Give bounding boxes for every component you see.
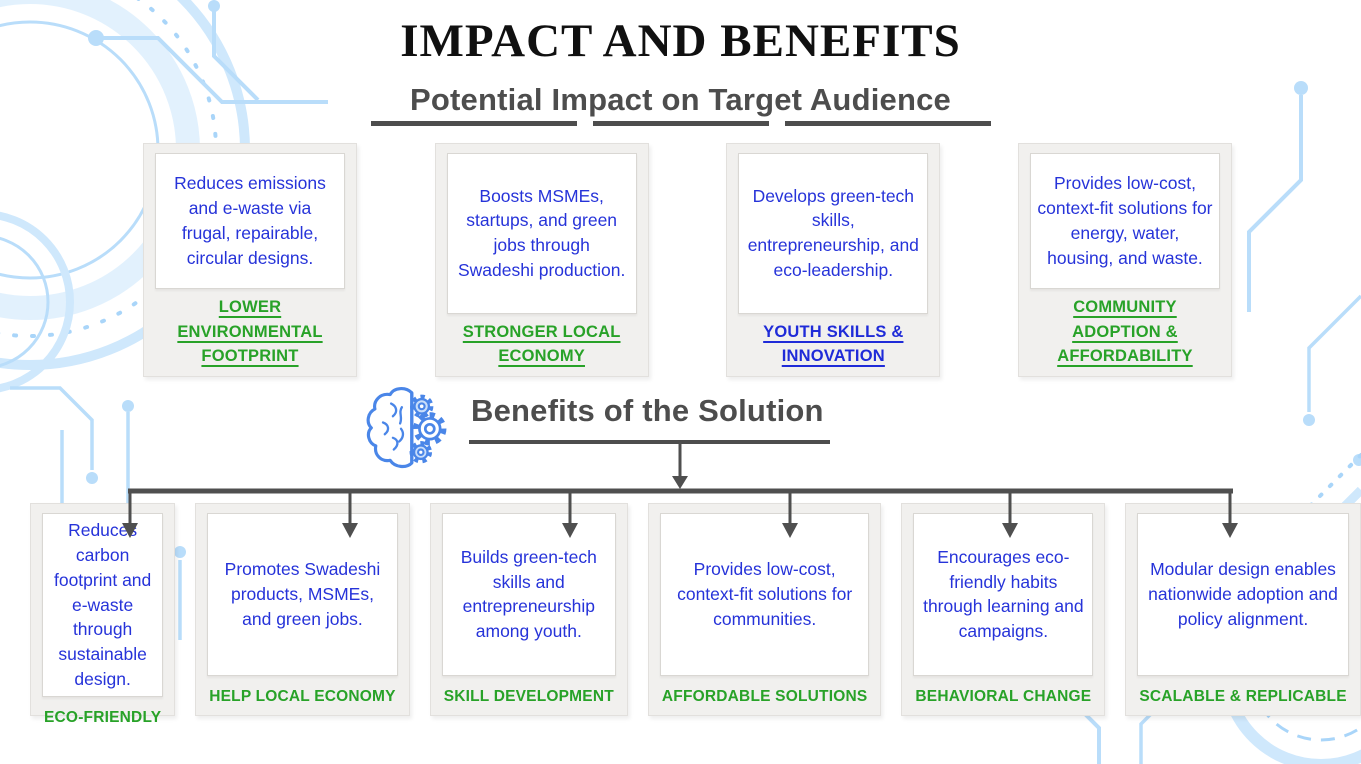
benefit-card-text: Promotes Swadeshi products, MSMEs, and g… bbox=[207, 513, 398, 676]
benefit-card-label: HELP LOCAL ECONOMY bbox=[209, 687, 396, 705]
benefit-card-scalable-replicable: Modular design enables nationwide adopti… bbox=[1125, 503, 1361, 716]
gear-bottom bbox=[409, 440, 433, 464]
impact-card-stronger-local-economy: Boosts MSMEs, startups, and green jobs t… bbox=[434, 143, 649, 377]
benefit-card-behavioral-change: Encourages eco-friendly habits through l… bbox=[901, 503, 1106, 716]
impact-card-text: Reduces emissions and e-waste via frugal… bbox=[155, 153, 345, 289]
benefit-card-affordable-solutions: Provides low-cost, context-fit solutions… bbox=[647, 503, 882, 716]
page-title: IMPACT AND BENEFITS bbox=[400, 15, 961, 67]
benefit-card-eco-friendly: Reduces carbon footprint and e-waste thr… bbox=[30, 503, 176, 726]
benefit-card-help-local-economy: Promotes Swadeshi products, MSMEs, and g… bbox=[195, 503, 410, 716]
impact-card-text: Develops green-tech skills, entrepreneur… bbox=[738, 153, 929, 314]
impact-card-label: COMMUNITY ADOPTION & AFFORDABILITY bbox=[1057, 297, 1193, 366]
gear-middle bbox=[413, 412, 447, 446]
benefit-card-text: Provides low-cost, context-fit solutions… bbox=[659, 513, 870, 676]
benefit-card-label: SKILL DEVELOPMENT bbox=[443, 687, 614, 705]
benefit-card-skill-development: Builds green-tech skills and entrepreneu… bbox=[429, 503, 628, 716]
impact-card-text: Boosts MSMEs, startups, and green jobs t… bbox=[446, 153, 637, 314]
section-subtitle: Potential Impact on Target Audience bbox=[410, 82, 951, 117]
benefits-heading: Benefits of the Solution bbox=[469, 393, 830, 444]
benefit-card-label: SCALABLE & REPLICABLE bbox=[1139, 687, 1347, 705]
impact-card-label: LOWER ENVIRONMENTAL FOOTPRINT bbox=[177, 297, 323, 366]
benefit-card-text: Builds green-tech skills and entrepreneu… bbox=[441, 513, 616, 676]
benefit-card-text: Encourages eco-friendly habits through l… bbox=[913, 513, 1094, 676]
impact-card-lower-environmental-footprint: Reduces emissions and e-waste via frugal… bbox=[143, 143, 357, 377]
benefit-card-label: AFFORDABLE SOLUTIONS bbox=[661, 687, 868, 705]
impact-card-text: Provides low-cost, context-fit solutions… bbox=[1029, 153, 1220, 289]
benefits-header: Benefits of the Solution bbox=[365, 381, 830, 473]
gear-top bbox=[410, 394, 434, 418]
impact-card-community-adoption-affordability: Provides low-cost, context-fit solutions… bbox=[1017, 143, 1232, 377]
impact-card-youth-skills-innovation: Develops green-tech skills, entrepreneur… bbox=[726, 143, 941, 377]
brain-gears-icon bbox=[366, 387, 447, 468]
subtitle-underline bbox=[0, 121, 1361, 126]
impact-card-label: YOUTH SKILLS & INNOVATION bbox=[763, 322, 904, 366]
benefit-card-text: Modular design enables nationwide adopti… bbox=[1137, 513, 1349, 676]
benefit-card-row: Reduces carbon footprint and e-waste thr… bbox=[30, 503, 1361, 726]
benefit-card-text: Reduces carbon footprint and e-waste thr… bbox=[42, 513, 164, 697]
benefit-card-label: BEHAVIORAL CHANGE bbox=[915, 687, 1092, 705]
impact-card-label: STRONGER LOCAL ECONOMY bbox=[462, 322, 621, 366]
benefit-card-label: ECO-FRIENDLY bbox=[44, 708, 162, 726]
impact-card-row: Reduces emissions and e-waste via frugal… bbox=[143, 143, 1232, 377]
